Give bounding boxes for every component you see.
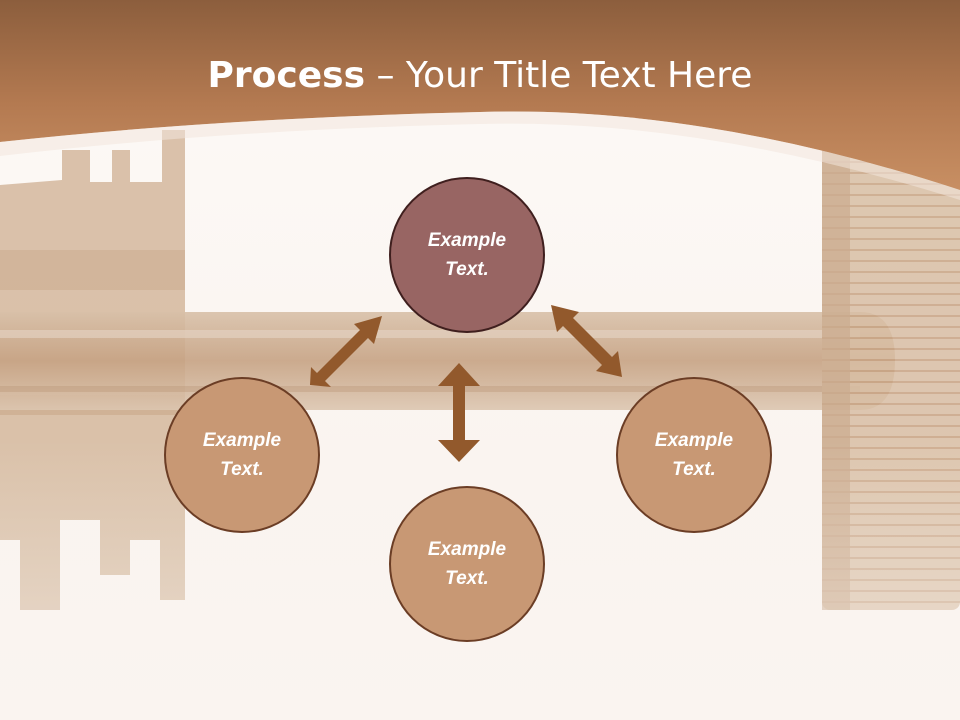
node-top-line2: Text.: [445, 259, 489, 280]
process-node-top: Example Text.: [389, 177, 545, 333]
node-left-line2: Text.: [220, 459, 264, 480]
node-top-line1: Example: [427, 230, 507, 251]
slide-title: Process – Your Title Text Here: [0, 50, 960, 102]
process-node-bottom: Example Text.: [389, 486, 545, 642]
title-rest: – Your Title Text Here: [365, 55, 753, 96]
node-left-line1: Example: [202, 430, 282, 451]
process-node-right: Example Text.: [616, 377, 772, 533]
process-node-left: Example Text.: [164, 377, 320, 533]
title-bold: Process: [207, 55, 366, 96]
node-bottom-line2: Text.: [445, 568, 489, 589]
node-right-line2: Text.: [672, 459, 716, 480]
node-right-line1: Example: [654, 430, 734, 451]
node-bottom-line1: Example: [427, 539, 507, 560]
